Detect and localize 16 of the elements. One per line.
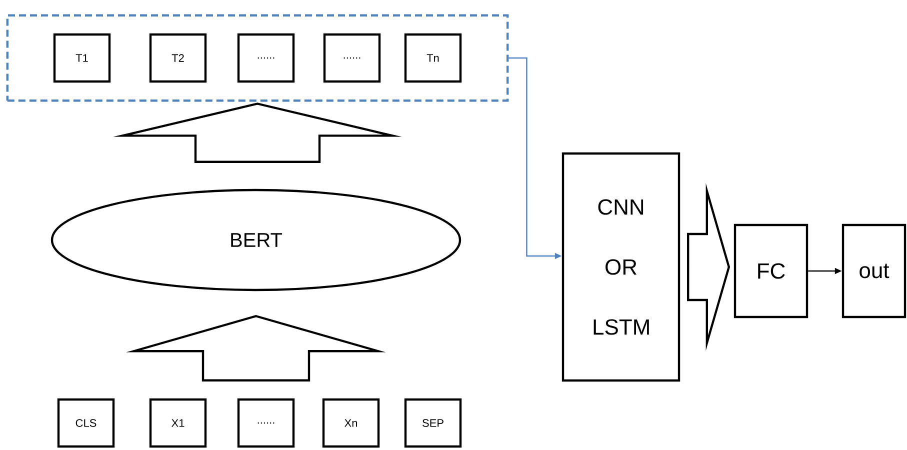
token-box: Xn (322, 398, 380, 448)
token-box: SEP (404, 398, 462, 448)
block-arrow (687, 183, 730, 351)
output-box: out (842, 224, 906, 318)
dashed-group-box (6, 14, 509, 102)
token-box: ...... (323, 33, 381, 83)
token-box: ...... (237, 33, 295, 83)
token-box: T2 (149, 33, 207, 83)
token-box: CLS (57, 398, 115, 448)
process-box: CNN OR LSTM (562, 152, 680, 382)
token-box: X1 (149, 398, 207, 448)
token-box: Tn (404, 33, 462, 83)
block-arrow (126, 314, 386, 382)
token-box: T1 (53, 33, 111, 83)
process-box: FC (734, 224, 808, 318)
token-box: ...... (237, 398, 295, 448)
